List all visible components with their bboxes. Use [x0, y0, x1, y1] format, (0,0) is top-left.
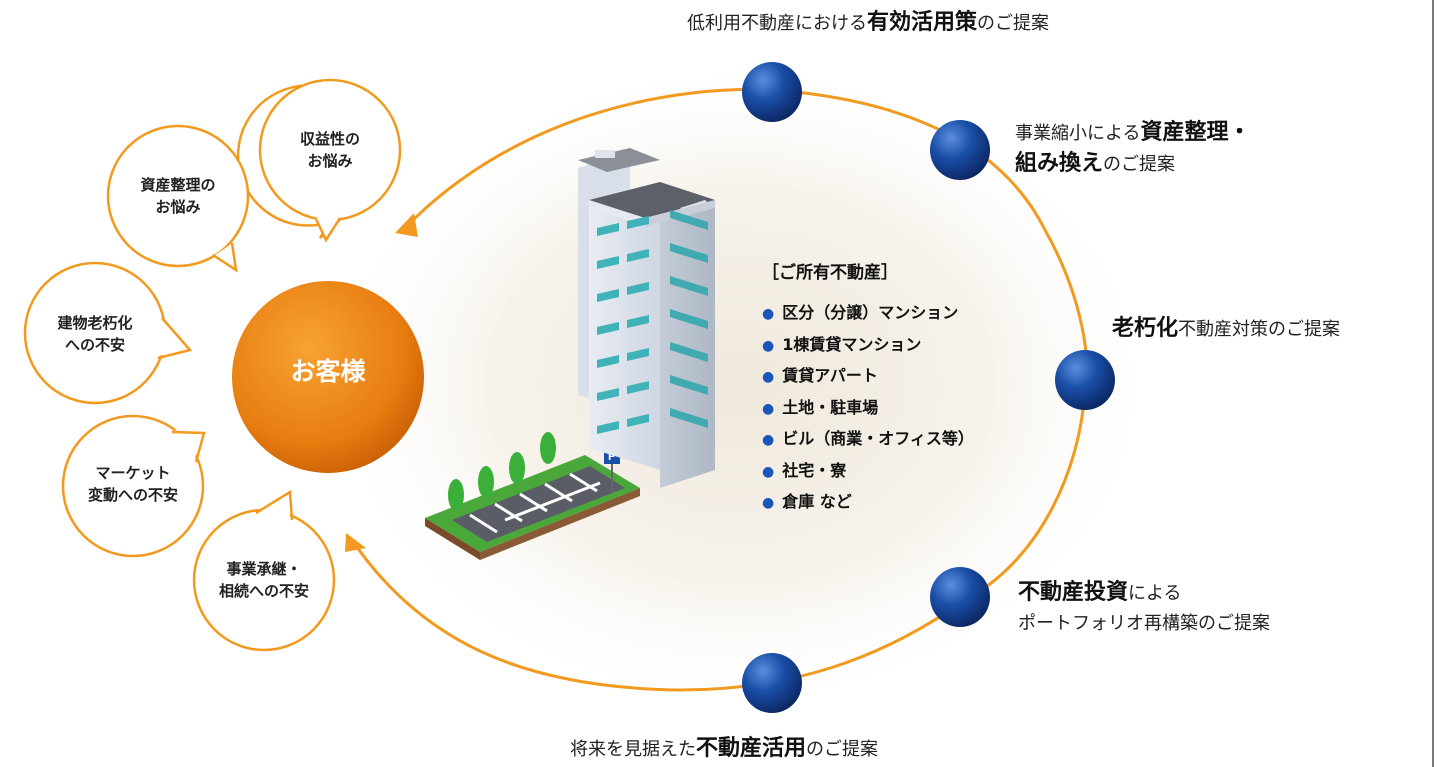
- building-window: [597, 388, 619, 401]
- proposal-asset-reorg: 事業縮小による資産整理・ 組み換えのご提案: [1015, 120, 1251, 176]
- property-item: ●区分（分譲）マンション: [762, 303, 959, 322]
- building-window: [627, 315, 649, 328]
- concern-succession-text: 事業承継・ 相続への不安: [218, 560, 309, 600]
- property-item: ●1棟賃貸マンション: [762, 334, 922, 354]
- property-item: ●倉庫 など: [762, 492, 852, 511]
- node-aging: [1055, 350, 1115, 410]
- property-item: ●土地・駐車場: [762, 397, 879, 417]
- building-window: [670, 210, 708, 230]
- building-window: [597, 322, 619, 335]
- concern-profit-text: 収益性の お悩み: [299, 130, 360, 170]
- arrow-top-head: [395, 213, 418, 237]
- proposal-future-use: 将来を見据えた不動産活用のご提案: [570, 736, 879, 761]
- customer-circle: [232, 281, 424, 473]
- property-item: ●賃貸アパート: [762, 366, 878, 385]
- building-window: [670, 243, 708, 263]
- property-item: ●社宅・寮: [762, 460, 847, 480]
- parking-sign: P: [608, 449, 616, 463]
- building-windows: [597, 210, 708, 434]
- node-effective-use: [742, 62, 802, 122]
- building-window: [670, 276, 708, 296]
- customer-label: お客様: [290, 357, 366, 386]
- concern-bubble-profit: [236, 78, 402, 243]
- frame-border: [1432, 0, 1442, 767]
- building-window: [670, 375, 708, 395]
- building-window: [627, 348, 649, 361]
- node-future-use: [742, 653, 802, 713]
- building-window: [597, 223, 619, 236]
- concern-aging-text: 建物老朽化 への不安: [57, 314, 133, 354]
- proposal-effective-use: 低利用不動産における有効活用策のご提案: [687, 10, 1050, 35]
- building-window: [670, 342, 708, 362]
- properties-title: ［ご所有不動産］: [762, 263, 898, 283]
- building-window: [627, 216, 649, 229]
- proposal-aging: 老朽化不動産対策のご提案: [1112, 316, 1341, 341]
- building-window: [597, 355, 619, 368]
- node-investment: [930, 567, 990, 627]
- concern-market-text: マーケット 変動への不安: [87, 464, 178, 504]
- building-window: [670, 408, 708, 428]
- arrow-bottom-head: [345, 533, 366, 552]
- proposal-investment: 不動産投資による ポートフォリオ再構築のご提案: [1018, 580, 1270, 634]
- property-item: ●ビル（商業・オフィス等）: [762, 429, 974, 448]
- concern-bubble-market: [61, 414, 206, 558]
- building-window: [627, 282, 649, 295]
- building-window: [627, 249, 649, 262]
- background-glow: [320, 55, 1160, 715]
- concern-bubble-succession: [192, 489, 336, 652]
- building-window: [597, 256, 619, 269]
- building-window: [627, 381, 649, 394]
- properties-list: ●区分（分譲）マンション ●1棟賃貸マンション ●賃貸アパート ●土地・駐車場 …: [762, 298, 974, 519]
- concern-bubble-aging: [23, 261, 193, 405]
- building-window: [627, 414, 649, 427]
- concern-asset-text: 資産整理の お悩み: [140, 176, 216, 216]
- building-window: [597, 289, 619, 302]
- building-window: [597, 421, 619, 434]
- concern-bubble-asset: [106, 124, 250, 273]
- node-asset-reorg: [930, 120, 990, 180]
- building-window: [670, 309, 708, 329]
- parking-lot-illustration: [425, 432, 640, 560]
